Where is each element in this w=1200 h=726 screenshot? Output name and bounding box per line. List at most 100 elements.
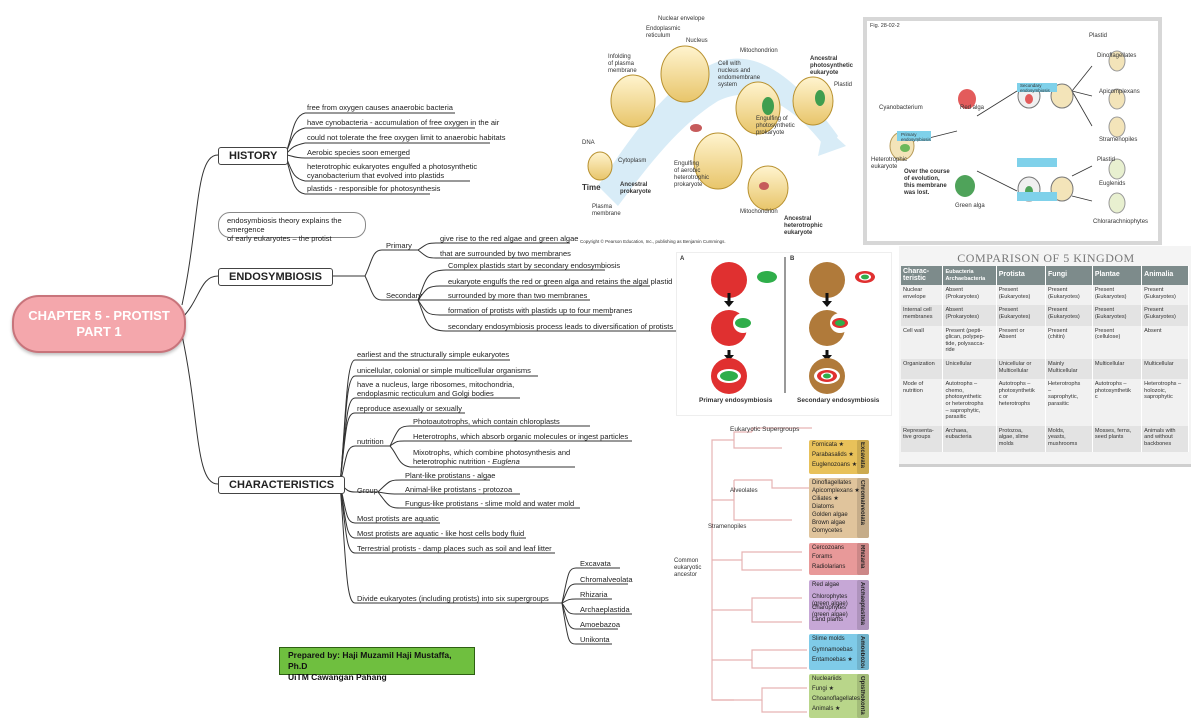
label-nucleus: Nucleus [686, 38, 708, 44]
label-time: Time [582, 183, 601, 192]
label-infolding: Infolding of plasma membrane [608, 54, 637, 74]
characteristic-item: unicellular, colonial or simple multicel… [357, 366, 531, 375]
label-chlorarachniophytes: Chlorarachniophytes [1093, 219, 1149, 225]
table-cell: Mode of nutrition [901, 379, 944, 426]
cladogram-lines [711, 427, 812, 713]
supergroup-member: Cercozoans [812, 545, 845, 551]
table-cell: Representa- tive groups [901, 425, 944, 453]
table-cell: Archaea, eubacteria [942, 425, 997, 453]
secondary-item: surrounded by more than two membranes [448, 291, 588, 300]
label-plastid: Plastid [834, 82, 853, 88]
table-cell: Present (Eukaryotes) [1045, 305, 1093, 326]
label-green-alga: Green alga [955, 203, 985, 209]
supergroup-member: Fornicata ★ [812, 442, 845, 448]
characteristic-item: have a nucleus, large ribosomes, mitocho… [357, 380, 515, 398]
table-cell: Multicellular [1141, 358, 1189, 380]
table-cell: Heterotrophs – holozoic, saprophytic [1141, 379, 1189, 426]
history-item: heterotrophic eukaryotes engulfed a phot… [307, 162, 478, 180]
label-ancestral-hetero: Ancestral heterotrophic eukaryote [784, 216, 823, 236]
figure3-secondary-caption: Secondary endosymbiosis [797, 397, 880, 404]
supergroup-band [857, 634, 869, 670]
supergroup-member: Parabasalids ★ [812, 452, 854, 458]
table-cell: Cell wall [901, 325, 944, 359]
label-cyanobacterium: Cyanobacterium [879, 105, 923, 111]
secondary-item: eukaryote engulfs the red or green alga … [448, 277, 673, 286]
supergroup-name: Rhizaria [859, 545, 865, 569]
header-bacteria: Eubacteria Archaebacteria [942, 266, 997, 286]
header-plantae: Plantae [1092, 266, 1143, 286]
supergroup-member: Ciliates ★ [812, 496, 839, 502]
label-cytoplasm: Cytoplasm [618, 158, 647, 164]
table-cell: Unicellular or Multicellular [996, 358, 1047, 380]
secondary-endosymbiosis-figure: Fig. 28-02-2 Cyanobacterium Heterotrophi… [863, 17, 1162, 245]
label-engulfing-aerobic: Engulfing of aerobic heterotrophic proka… [674, 161, 710, 188]
label-cell-nucleus: Cell with nucleus and endomembrane syste… [718, 61, 761, 88]
table-cell: Autotrophs – chemo, photosynthetic or he… [942, 379, 997, 426]
table-cell: Multicellular [1092, 358, 1143, 380]
supergroup-member: Brown algae [812, 520, 846, 526]
label-dna: DNA [582, 140, 595, 146]
group-item: Plant-like protistans - algae [405, 471, 496, 480]
label-euglenids: Euglenids [1099, 181, 1126, 187]
figure3-label-a: A [680, 256, 685, 262]
label-plastid-top: Plastid [1089, 33, 1108, 39]
supergroup-member: Gymnamoebas [812, 646, 853, 653]
group-item: Fungus-like protistans - slime mold and … [405, 499, 575, 508]
figure1-copyright: Copyright © Pearson Education, Inc., pub… [580, 239, 726, 244]
label-dinoflagellates: Dinoflagellates [1097, 53, 1137, 59]
secondary-label: Secondary [386, 291, 422, 300]
branch-characteristics[interactable]: CHARACTERISTICS [218, 476, 346, 494]
supergroup-member: Dinoflagellates [812, 480, 852, 486]
supergroups-title: Eukaryotic Supergroups [730, 426, 800, 433]
supergroup-name: Archaeplastida [859, 582, 865, 626]
group-label: Group [357, 486, 378, 495]
supergroup-member: Chlorophytes (green algae) [812, 593, 848, 607]
table-cell: Internal cell membranes [901, 305, 944, 326]
secondary-item: secondary endosymbiosis process leads to… [448, 322, 674, 331]
group-item: Animal-like protistans - protozoa [405, 485, 513, 494]
secondary-illustration [889, 50, 1126, 214]
endosymbiosis-origin-figure: Nuclear envelope Endoplasmic reticulum N… [578, 6, 853, 250]
supergroups-cladogram: Eukaryotic Supergroups Common eukaryotic… [672, 420, 882, 720]
label-plasma-membrane: Plasma membrane [592, 204, 621, 217]
label-red-alga: Red alga [960, 105, 985, 111]
branch-endosymbiosis[interactable]: ENDOSYMBIOSIS [218, 268, 333, 286]
common-ancestor-label: Common eukaryotic ancestor [674, 558, 702, 578]
supergroup-member: Nucleariids [812, 676, 842, 682]
table-cell: Heterotrophs – saprophytic, parasitic [1045, 379, 1093, 426]
label-primary-endo: Primary endosymbiosis [901, 132, 931, 142]
stramenopiles-label: Stramenopiles [708, 524, 747, 530]
supergroup-member: Diatoms [812, 504, 835, 510]
endosymbiosis-comparison-figure: A B Primary endosymbiosis Secondary endo… [676, 252, 892, 416]
table-cell: Mosses, ferns, seed plants [1092, 425, 1143, 453]
label-stramenopiles: Stramenopiles [1099, 137, 1138, 143]
label-apicomplexans: Apicomplexans [1099, 89, 1140, 95]
supergroup-member: Land plants [812, 616, 844, 623]
table-cell: Organization [901, 358, 944, 380]
characteristic-item: Terrestrial protists - damp places such … [357, 544, 552, 553]
origin-illustration [587, 45, 846, 211]
branch-history[interactable]: HISTORY [218, 147, 289, 165]
nutrition-item: Photoautotrophs, which contain chloropla… [413, 417, 560, 426]
supergroup-member: Slime molds [812, 636, 845, 642]
endosymbiosis-comparison-illustration [711, 257, 875, 394]
chapter-title: CHAPTER 5 - PROTIST PART 1 [12, 295, 186, 353]
label-secondary-endo: Secondary endosymbiosis [1020, 83, 1050, 93]
table-cell: Present (Eukaryotes) [1092, 305, 1143, 326]
supergroup-member: Entamoebas ★ [812, 657, 853, 664]
supergroup-member: Animals ★ [812, 706, 841, 712]
nutrition-label: nutrition [357, 437, 384, 446]
label-engulfing-photo: Engulfing of photosynthetic prokaryote [756, 116, 795, 136]
primary-label: Primary [386, 241, 412, 250]
supergroup-band [857, 674, 869, 718]
supergroup-name: Amoebozoa [859, 636, 865, 668]
supergroup-item: Unikonta [580, 635, 610, 644]
nutrition-item-text: Mixotrophs, which combine photosynthesis… [413, 448, 571, 466]
supergroup-name: Chromalveolata [859, 480, 865, 526]
nutrition-item: Heterotrophs, which absorb organic molec… [413, 432, 629, 441]
label-er: Endoplasmic reticulum [646, 26, 681, 39]
